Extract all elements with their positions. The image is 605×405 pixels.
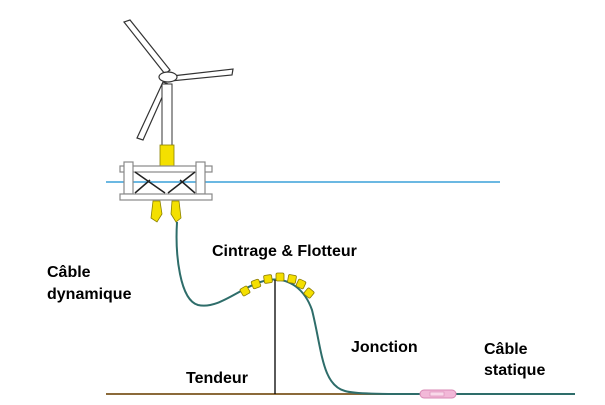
platform-right-column bbox=[195, 161, 206, 195]
turbine-tower-white bbox=[161, 83, 173, 148]
platform-left-column bbox=[123, 161, 134, 195]
static-cable-label-line2: statique bbox=[484, 362, 546, 379]
float bbox=[263, 274, 273, 284]
float bbox=[303, 287, 315, 299]
float bbox=[239, 285, 251, 297]
platform-top-deck bbox=[119, 165, 213, 173]
mooring-connector-right bbox=[170, 200, 182, 223]
static-cable-label-line1: Câble bbox=[484, 341, 528, 358]
tensioner-label: Tendeur bbox=[186, 370, 248, 387]
turbine-blade-up bbox=[123, 19, 171, 75]
float bbox=[250, 278, 262, 290]
float bbox=[287, 274, 297, 284]
platform-base bbox=[119, 193, 213, 201]
float bbox=[295, 278, 307, 290]
junction-label: Jonction bbox=[351, 339, 418, 356]
junction-core bbox=[429, 391, 445, 397]
turbine-tower-yellow bbox=[159, 144, 175, 169]
dynamic-cable-label-line2: dynamique bbox=[47, 286, 132, 303]
turbine-blade-down bbox=[136, 81, 169, 141]
float bbox=[275, 272, 285, 282]
dynamic-cable-label-line1: Câble bbox=[47, 264, 91, 281]
floating-platform bbox=[119, 161, 213, 201]
buoyancy-floats bbox=[239, 272, 315, 299]
dynamic-cable bbox=[175, 221, 421, 395]
bend-float-label: Cintrage & Flotteur bbox=[212, 243, 357, 260]
turbine-blade-right bbox=[170, 68, 234, 82]
turbine-nacelle bbox=[158, 71, 178, 83]
wind-turbine-rotor bbox=[123, 19, 234, 141]
mooring-connector-left bbox=[150, 200, 163, 223]
platform-bracing bbox=[134, 171, 196, 194]
